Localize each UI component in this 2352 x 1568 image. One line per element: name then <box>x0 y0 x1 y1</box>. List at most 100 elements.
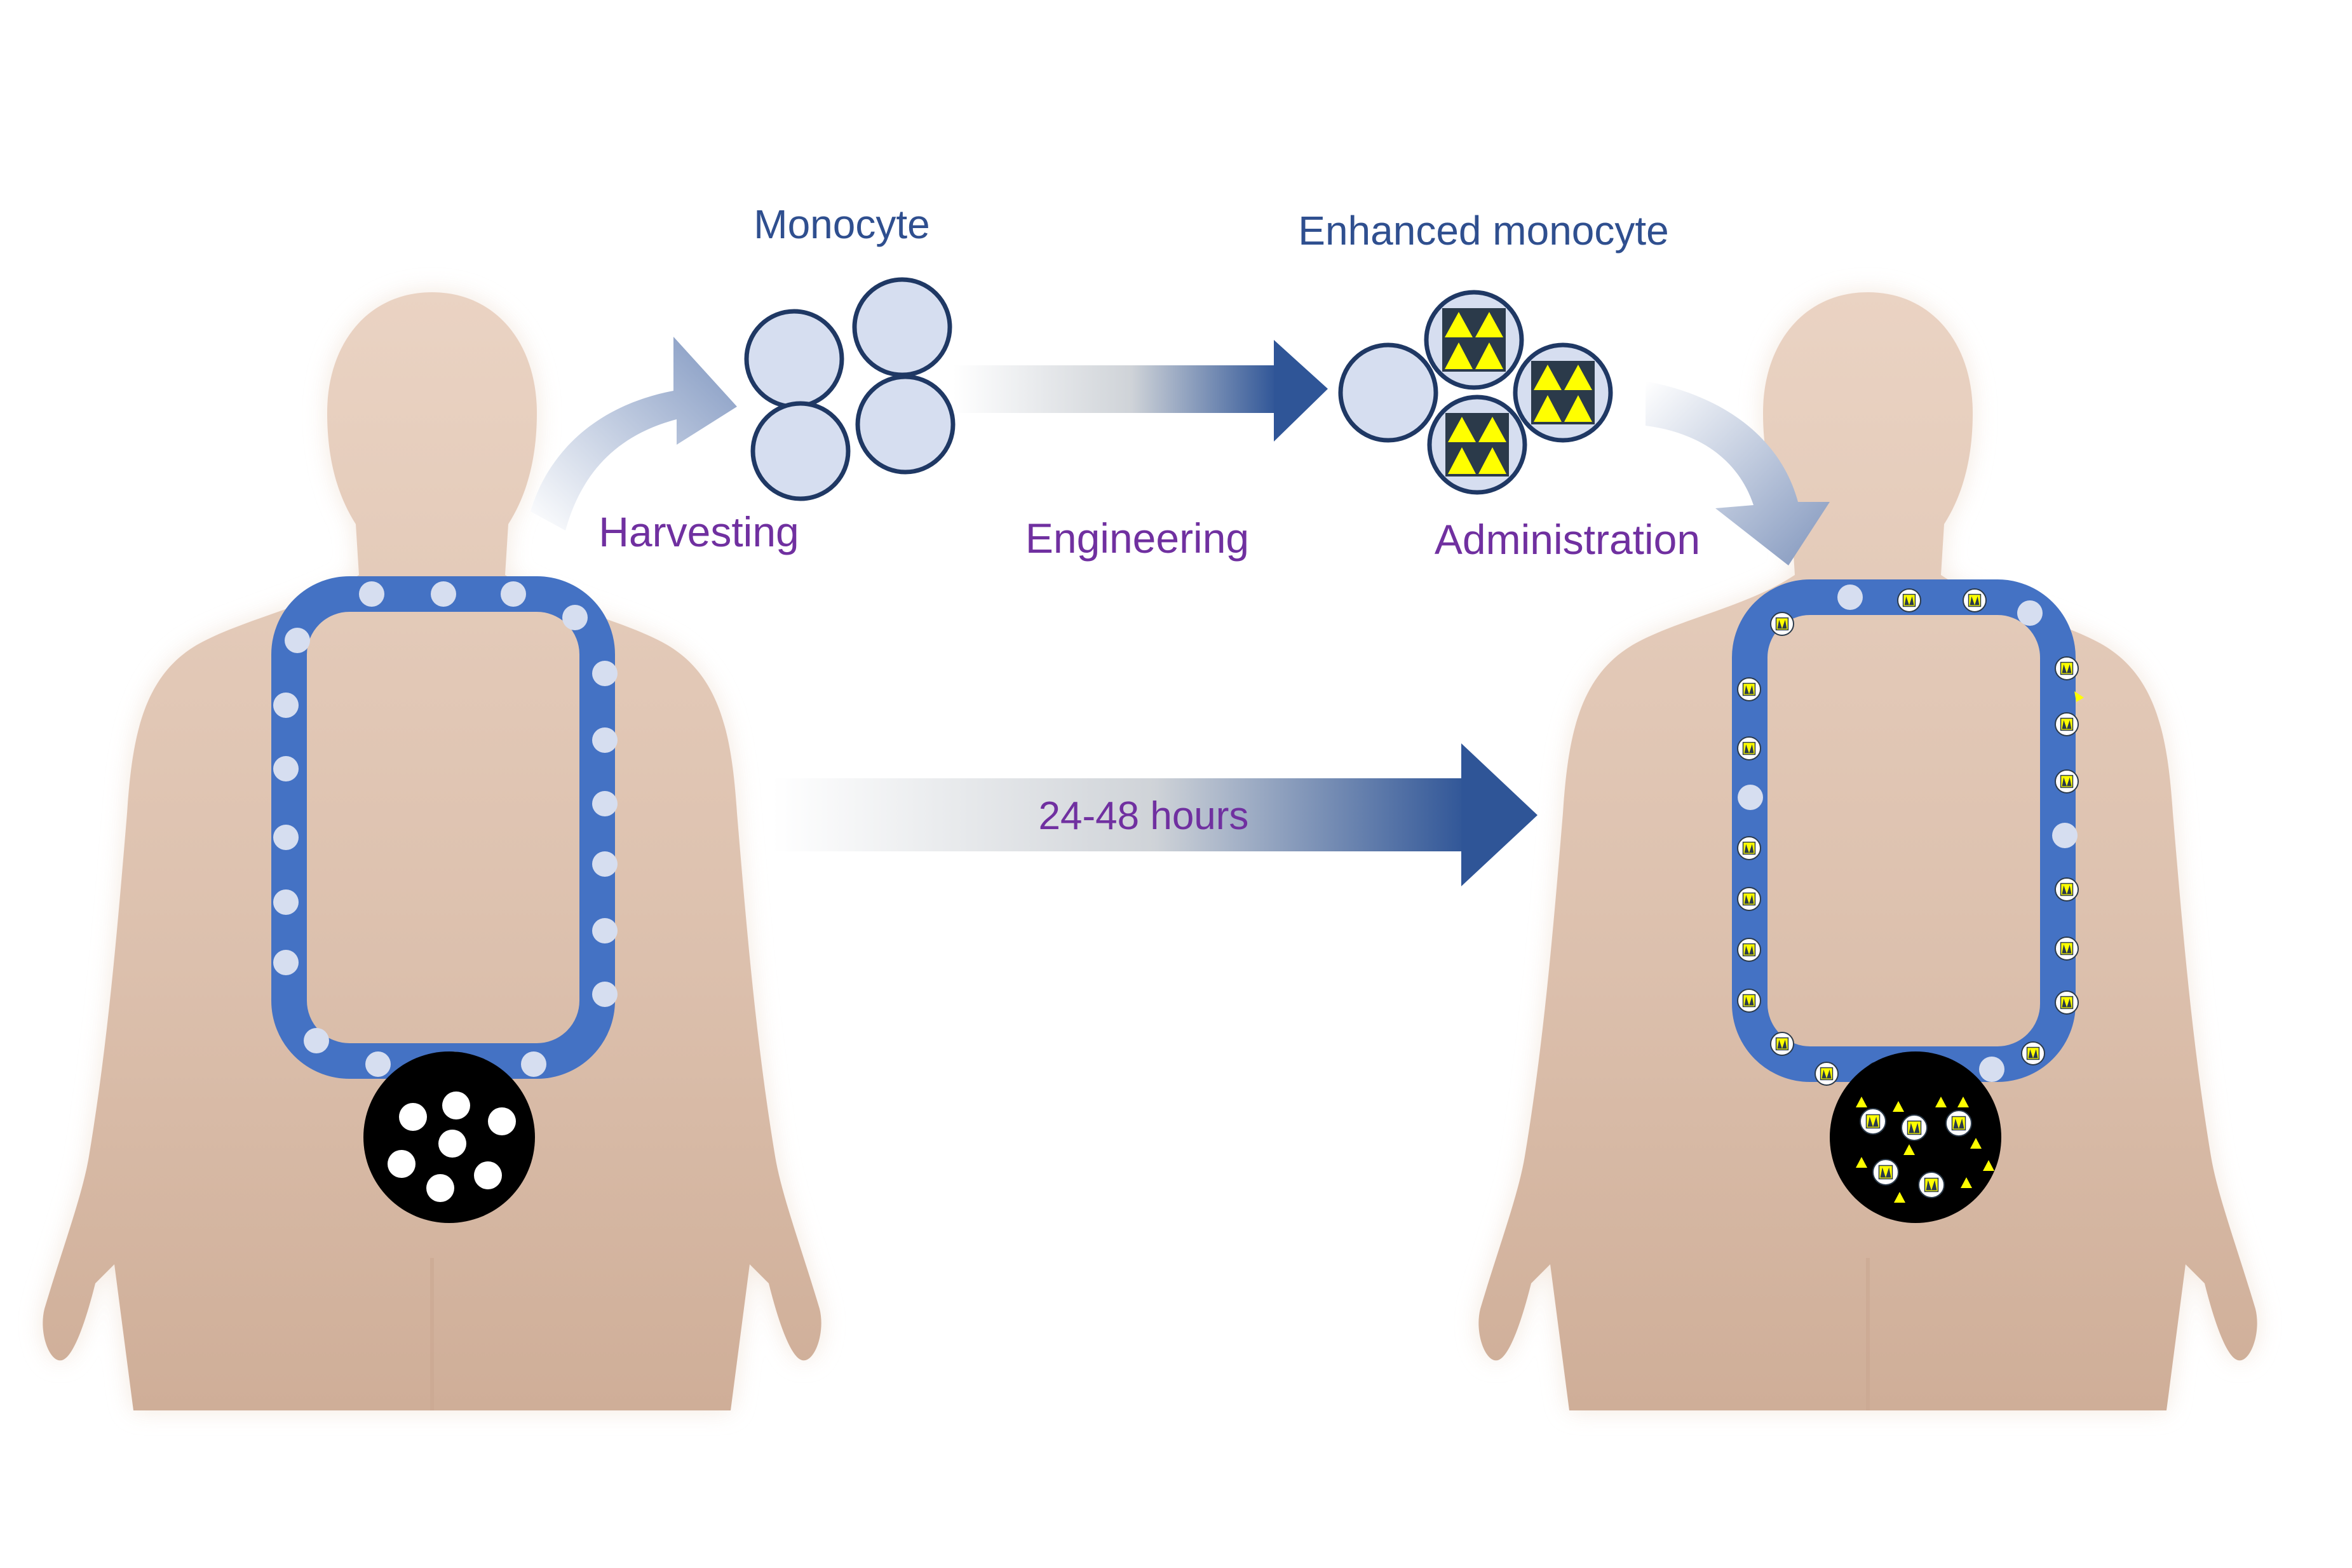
enhanced-monocyte-dot <box>1945 1110 1972 1137</box>
payload-triangle <box>1564 395 1592 422</box>
enhanced-monocyte-dot <box>1737 887 1761 911</box>
circulating-monocyte <box>285 628 310 653</box>
payload-particle <box>1935 1097 1947 1107</box>
enhanced-monocyte-cell <box>1424 290 1524 390</box>
enhanced-monocyte-dot <box>2055 990 2079 1015</box>
circulating-monocyte <box>273 950 299 975</box>
enhanced-monocyte-dot <box>1860 1108 1886 1135</box>
payload-triangle <box>1448 447 1476 474</box>
payload-triangle <box>1534 365 1562 390</box>
payload-triangle <box>1564 365 1592 390</box>
enhanced-monocyte-dot <box>1901 1114 1928 1141</box>
circulating-monocytes-after <box>1737 585 2084 1086</box>
payload-particle <box>1961 1177 1972 1188</box>
tumor-monocyte <box>474 1161 502 1189</box>
administration-label: Administration <box>1435 516 1700 563</box>
duration-label: 24-48 hours <box>1039 794 1249 838</box>
enhanced-monocyte-dot <box>1963 588 1987 612</box>
enhanced-monocyte-dot <box>1815 1062 1839 1086</box>
enhanced-monocyte-cell <box>1427 395 1527 495</box>
harvesting-label: Harvesting <box>598 508 799 555</box>
monocyte-cell <box>852 277 952 377</box>
enhanced-monocyte-cell <box>1513 342 1613 443</box>
enhanced-monocyte-dot <box>2021 1041 2045 1065</box>
payload-triangle <box>1475 312 1503 337</box>
circulating-monocyte <box>1837 585 1863 610</box>
tumor-monocyte <box>442 1092 470 1119</box>
payload-particle <box>1970 1138 1982 1149</box>
circulating-monocyte <box>592 791 618 816</box>
enhanced-monocyte-dot <box>1770 612 1794 636</box>
tumor-monocytes-before <box>388 1092 516 1202</box>
tumor-monocyte <box>388 1150 416 1178</box>
tumor-monocyte <box>426 1174 454 1202</box>
payload-particle <box>2074 691 2084 702</box>
circulating-monocyte <box>273 756 299 781</box>
payload-particle <box>1983 1160 1994 1171</box>
circulating-monocyte <box>592 851 618 877</box>
payload-particle <box>1856 1157 1867 1168</box>
payload-triangle <box>1534 395 1562 422</box>
tumor-monocyte <box>399 1103 427 1131</box>
patient-before-body <box>43 292 821 1410</box>
circulating-monocyte <box>592 982 618 1007</box>
payload-triangle <box>1448 417 1476 442</box>
circulating-monocyte <box>521 1051 546 1077</box>
enhanced-monocyte-dot <box>1737 836 1761 860</box>
monocyte-cell <box>750 401 851 501</box>
circulating-monocyte <box>273 889 299 915</box>
circulating-monocyte <box>592 661 618 686</box>
payload-triangle <box>1478 417 1506 442</box>
circulating-monocyte <box>431 581 456 607</box>
tumor-monocytes-after <box>1856 1097 1994 1203</box>
enhanced-monocyte-dot <box>2055 877 2079 902</box>
enhanced-monocyte-dot <box>1737 938 1761 962</box>
enhanced-monocyte-label: Enhanced monocyte <box>1298 208 1669 253</box>
circulating-monocyte <box>1979 1057 2004 1082</box>
administration-arrow <box>1646 381 1830 565</box>
monocyte-cell <box>1338 342 1438 443</box>
circulating-monocyte <box>1738 785 1763 810</box>
circulating-monocyte <box>273 825 299 850</box>
enhanced-monocyte-dot <box>1737 989 1761 1013</box>
monocyte-cell <box>855 374 956 475</box>
tumor-monocyte <box>438 1130 466 1158</box>
circulating-monocyte <box>592 918 618 943</box>
payload-particle <box>1957 1097 1969 1107</box>
enhanced-monocyte-dot <box>1897 588 1921 612</box>
payload-triangle <box>1478 447 1506 474</box>
engineering-arrow <box>953 340 1328 442</box>
tumor-monocyte <box>488 1107 516 1135</box>
enhanced-monocyte-dot <box>1737 736 1761 760</box>
payload-particle <box>1893 1101 1904 1112</box>
circulating-monocyte <box>592 727 618 753</box>
monocyte-label: Monocyte <box>754 201 929 247</box>
enhanced-monocyte-dot <box>1872 1159 1899 1186</box>
circulating-monocytes-before <box>273 581 618 1077</box>
enhanced-monocyte-dot <box>1737 677 1761 701</box>
enhanced-monocyte-dot <box>2055 936 2079 961</box>
circulating-monocyte <box>2017 600 2043 626</box>
circulating-monocyte <box>2052 823 2078 848</box>
payload-particle <box>1856 1097 1867 1107</box>
circulating-monocyte <box>359 581 384 607</box>
enhanced-monocyte-dot <box>1770 1032 1794 1056</box>
payload-triangle <box>1445 312 1473 337</box>
payload-particle <box>1894 1192 1905 1203</box>
enhanced-monocyte-dot <box>2055 656 2079 680</box>
monocyte-cell <box>744 309 844 409</box>
enhanced-monocyte-dot <box>2055 712 2079 736</box>
circulating-monocyte <box>273 693 299 718</box>
patient-after-body <box>1478 292 2257 1410</box>
enhanced-monocyte-dot <box>2055 769 2079 794</box>
circulating-monocyte <box>501 581 526 607</box>
enhanced-monocyte-cluster <box>1338 290 1613 495</box>
monocyte-cluster <box>744 277 956 501</box>
circulating-monocyte <box>365 1051 391 1077</box>
circulating-monocyte <box>562 605 588 630</box>
payload-triangle <box>1445 342 1473 369</box>
time-arrow <box>772 743 1538 886</box>
engineering-label: Engineering <box>1025 515 1249 562</box>
